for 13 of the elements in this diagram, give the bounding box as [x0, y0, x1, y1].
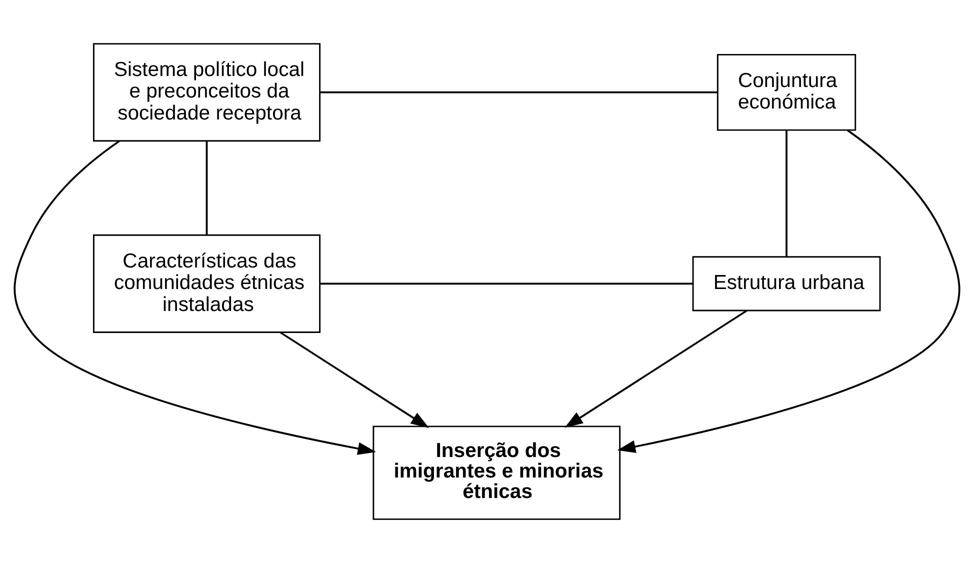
arrow — [564, 310, 748, 428]
connector — [320, 91, 718, 94]
connector — [320, 282, 693, 285]
node-box: Estrutura urbana — [692, 256, 881, 312]
arrow — [617, 129, 960, 453]
connector — [786, 130, 788, 256]
node-box: Sistema político local e preconceitos da sociedade receptora — [92, 43, 321, 142]
connector — [206, 141, 208, 235]
arrow — [14, 140, 376, 455]
node-box: Conjuntura económica — [716, 54, 856, 131]
arrow — [280, 332, 430, 428]
node-box: Inserção dos imigrantes e minorias étnicas — [372, 426, 621, 520]
node-box: Características das comunidades étnicas instaladas — [92, 234, 321, 333]
